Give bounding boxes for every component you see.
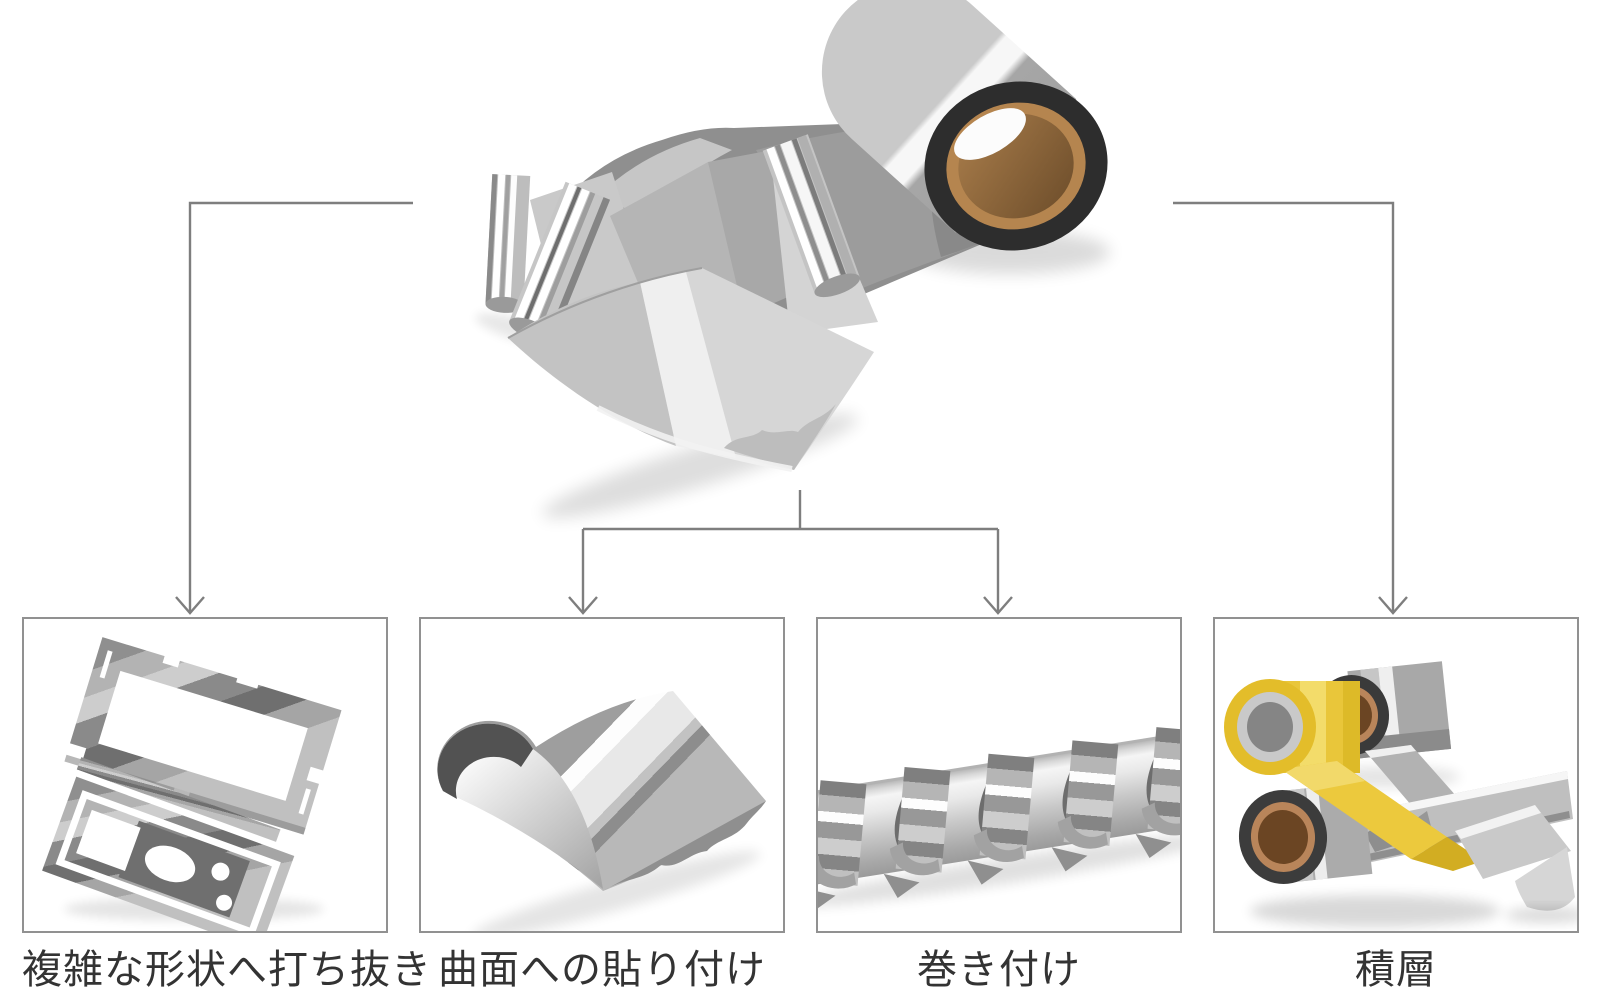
usage-label-punching: 複雑な形状へ打ち抜き [22,948,432,992]
yellow-roll [1224,679,1483,871]
punched-shapes-illustration [42,637,342,931]
arrowhead-down-icon [983,596,1013,615]
tape-wrapped-rod-illustration [818,720,1180,913]
connector-middle [581,490,1000,611]
connector-left [188,201,413,611]
usage-box-wrapping [816,617,1182,933]
arrowhead-down-icon [175,596,205,615]
connector-right [1173,201,1395,611]
usage-box-curved-surface [419,617,785,933]
usage-label-wrapping: 巻き付け [917,948,1081,992]
stacked-tape-rolls-illustration [1224,661,1577,927]
arrowhead-down-icon [568,596,598,615]
usage-box-lamination [1213,617,1579,933]
foil-tape-roll-illustration [475,0,1110,518]
usage-label-curved-surface: 曲面への貼り付け [438,948,766,992]
connector-lines [175,201,1408,615]
usage-label-lamination: 積層 [1355,948,1437,992]
usage-box-punching [22,617,388,933]
arrowhead-down-icon [1378,596,1408,615]
foil-on-curved-surface-illustration [437,691,766,931]
silver-roll-bottom [1238,782,1373,884]
